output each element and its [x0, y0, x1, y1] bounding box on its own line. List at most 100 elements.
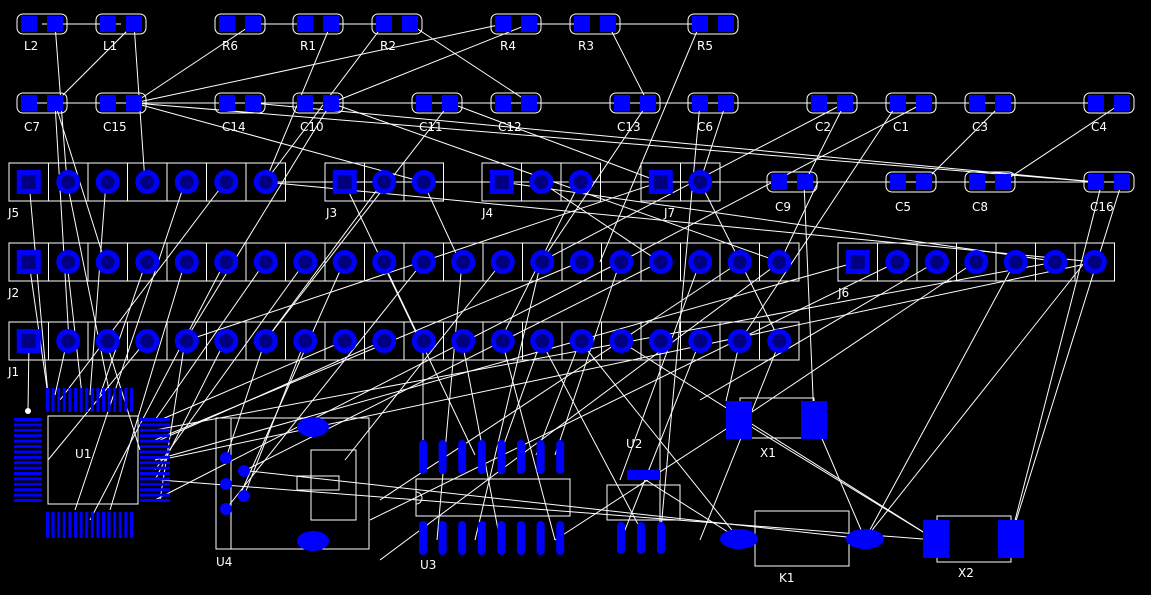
pad-L2	[21, 16, 37, 32]
pad-hole-J1	[219, 334, 234, 348]
outline-U2	[606, 484, 681, 521]
pad-U1	[140, 418, 170, 421]
label-R5: R5	[697, 39, 713, 53]
pad-hole-J2	[377, 255, 392, 269]
label-J4: J4	[481, 206, 493, 220]
component-C8	[964, 171, 1016, 193]
pad-X1	[726, 401, 752, 439]
pad-U3	[438, 440, 447, 474]
pad-U3	[517, 440, 525, 474]
pad-C3	[995, 95, 1011, 111]
pad-U1	[140, 488, 170, 492]
component-C1	[885, 92, 937, 114]
outline-L1	[95, 13, 147, 35]
pad-hole-J6	[850, 255, 865, 269]
pad-U1	[118, 388, 122, 412]
pad-hole-J6	[1008, 255, 1023, 269]
pad-C14	[219, 95, 235, 111]
pad-R4	[495, 16, 511, 32]
pad-hole-J1	[732, 334, 747, 348]
ratsnest-line	[154, 261, 858, 461]
ratsnest-line	[501, 340, 556, 541]
pad-U1	[140, 423, 170, 427]
pad-hole-J1	[416, 334, 431, 348]
component-C6	[687, 92, 739, 114]
pad-C7	[21, 95, 37, 111]
component-C9	[766, 171, 818, 193]
pad-U1	[85, 388, 89, 412]
ratsnest-line	[864, 261, 1016, 540]
pad-hole-J2	[495, 255, 510, 269]
outline-C4	[1083, 92, 1135, 114]
pad-U1	[102, 388, 105, 412]
pad-hole-J5	[140, 175, 155, 189]
pad-U1	[14, 482, 42, 486]
pad-U1	[140, 428, 170, 432]
pad-U1	[14, 418, 42, 421]
pad-C13	[614, 95, 630, 111]
component-R2	[371, 13, 423, 35]
outline-R6	[214, 13, 266, 35]
ratsnest-line	[239, 261, 345, 496]
ratsnest-line	[1009, 181, 1123, 541]
ratsnest-line	[699, 261, 937, 401]
components-layer	[8, 13, 1135, 567]
outline-C12	[490, 92, 542, 114]
pad-hole-J6	[890, 255, 905, 269]
pad-C9	[797, 174, 813, 190]
pad-U1	[140, 499, 170, 502]
component-L1	[95, 13, 147, 35]
ratsnest-line	[225, 261, 424, 510]
label-J7: J7	[663, 206, 675, 220]
pad-U1	[14, 455, 42, 459]
pad-U1	[124, 512, 128, 538]
ratsnest-line	[923, 102, 1004, 183]
pad-C4	[1114, 95, 1130, 111]
ratsnest-line	[540, 340, 642, 531]
pad-U1	[96, 388, 100, 412]
ratsnest-line	[607, 23, 649, 104]
label-J1: J1	[7, 365, 19, 379]
pad-hole-J5	[179, 175, 194, 189]
pad-U1	[113, 512, 117, 538]
pad-L2	[47, 16, 63, 32]
outline-C11	[411, 92, 463, 114]
pad-U3	[458, 521, 467, 555]
ratsnest-line	[133, 23, 504, 104]
pad-C1	[890, 95, 906, 111]
pad-U1	[85, 512, 89, 538]
component-C14	[214, 92, 266, 114]
pad-U1	[140, 455, 170, 459]
pad-K1	[720, 529, 758, 549]
pad-R2	[402, 16, 418, 32]
outline-C2	[806, 92, 858, 114]
component-X2	[923, 515, 1024, 563]
label-C10: C10	[300, 120, 324, 134]
outline-J5	[8, 162, 286, 202]
label-C4: C4	[1091, 120, 1107, 134]
pad-hole-J5	[21, 175, 36, 189]
outline-J4	[481, 162, 601, 202]
pad-U1	[79, 512, 83, 538]
pad-U4	[297, 531, 329, 551]
pad-C12	[521, 95, 537, 111]
pad-U1	[140, 493, 170, 497]
component-U3	[415, 440, 571, 555]
pad-U1	[140, 439, 170, 443]
component-R6	[214, 13, 266, 35]
ratsnest-line	[99, 261, 147, 396]
pin1-marker-U1	[25, 408, 31, 414]
pad-U3	[477, 521, 486, 555]
pad-U1	[14, 472, 42, 475]
pad-U1	[14, 439, 42, 443]
component-X1	[726, 397, 827, 439]
outline-C3	[964, 92, 1016, 114]
pad-C8	[969, 174, 985, 190]
pad-hole-J2	[772, 255, 787, 269]
pad-hole-J6	[1087, 255, 1102, 269]
pad-R6	[219, 16, 235, 32]
pad-hole-J3	[416, 175, 431, 189]
ratsnest-line	[54, 102, 70, 342]
ratsnest-line	[501, 181, 1061, 263]
pad-hole-J2	[219, 255, 234, 269]
